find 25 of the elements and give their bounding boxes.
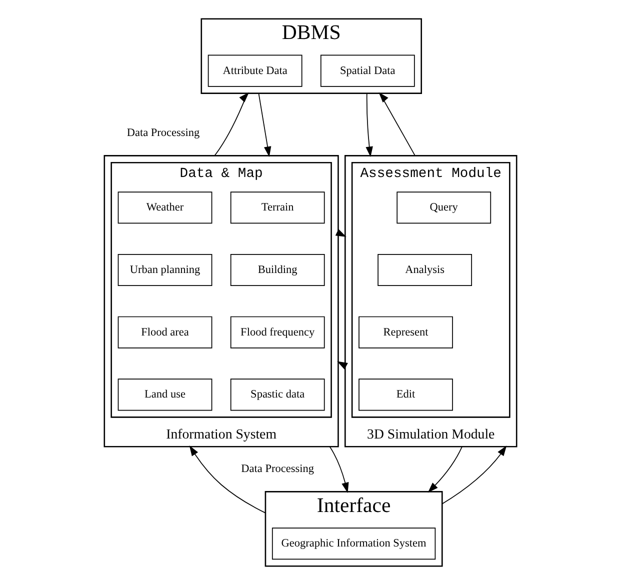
arrow xyxy=(441,446,506,504)
node-box: Query xyxy=(396,192,491,224)
node-box: Spastic data xyxy=(230,378,324,411)
arrow xyxy=(214,92,249,156)
label: Data Processing xyxy=(126,127,200,140)
arrow xyxy=(328,446,348,493)
arrow xyxy=(378,92,415,156)
node-box: Urban planning xyxy=(117,254,212,286)
node-box: Spatial Data xyxy=(320,54,414,87)
node-box: Attribute Data xyxy=(207,54,302,87)
arrow xyxy=(427,446,462,493)
node-box: Flood area xyxy=(117,316,212,348)
label: Data Processing xyxy=(240,463,314,476)
node-box: Flood frequency xyxy=(230,316,324,348)
node-box: Edit xyxy=(358,378,452,411)
arrow xyxy=(258,92,271,157)
node-box: Terrain xyxy=(230,192,324,224)
node-box: Represent xyxy=(358,316,452,348)
node-box: Analysis xyxy=(377,254,472,286)
arrow xyxy=(188,446,266,514)
node-box: Building xyxy=(230,254,324,286)
node-box: Geographic Information System xyxy=(271,528,436,560)
node-box: Land use xyxy=(117,378,212,411)
node-box: Weather xyxy=(117,192,212,224)
arrow xyxy=(365,92,372,157)
